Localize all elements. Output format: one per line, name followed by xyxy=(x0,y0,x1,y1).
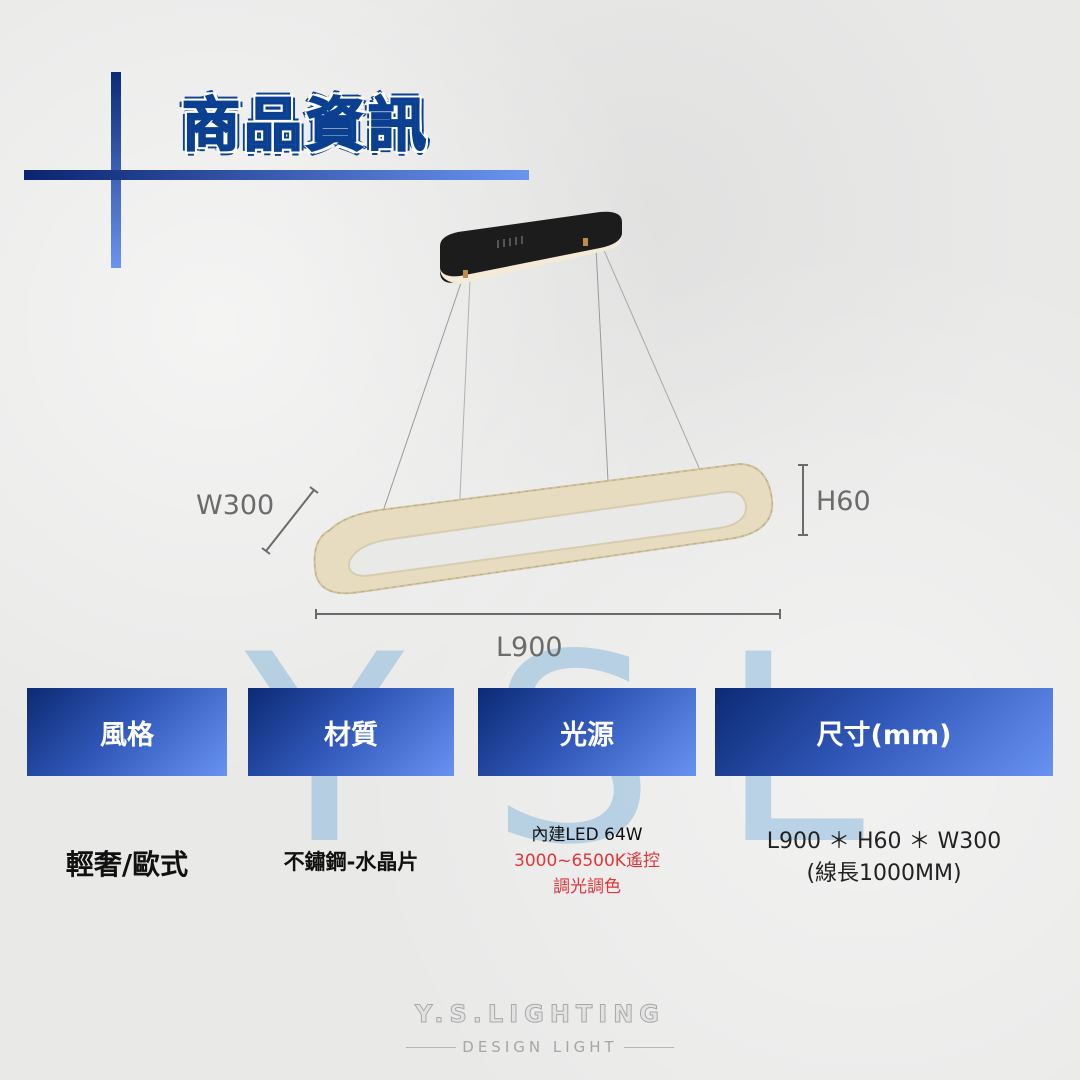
header-horizontal-rule xyxy=(24,170,529,180)
size-line-1: L900 ＊ H60 ＊ W300 xyxy=(766,829,1002,854)
light-source-line-3: 調光調色 xyxy=(553,877,621,897)
brand-logo: Y.S.LIGHTING xyxy=(414,1000,666,1029)
spec-value-size: L900 ＊ H60 ＊ W300 (線長1000MM) xyxy=(715,826,1053,890)
spec-value-light-source: 內建LED 64W 3000~6500K遙控 調光調色 xyxy=(478,822,696,900)
page-title: 商品資訊 xyxy=(181,90,431,160)
tagline-text: DESIGN LIGHT xyxy=(462,1038,618,1056)
crystal-ring-icon xyxy=(313,462,774,595)
size-line-2: (線長1000MM) xyxy=(806,861,962,886)
dimension-height-label: H60 xyxy=(816,486,871,517)
light-source-line-1: 內建LED 64W xyxy=(531,825,643,845)
spec-header-size: 尺寸(mm) xyxy=(715,688,1053,776)
dimension-length-label: L900 xyxy=(496,632,563,663)
spec-header-material: 材質 xyxy=(248,688,454,776)
spec-value-style: 輕奢/歐式 xyxy=(65,848,189,881)
tagline-rule-left xyxy=(406,1047,457,1048)
light-source-line-2: 3000~6500K遙控 xyxy=(514,851,660,871)
product-image xyxy=(261,211,808,619)
dimension-width-label: W300 xyxy=(196,490,275,521)
spec-header-style: 風格 xyxy=(27,688,227,776)
brand-tagline: DESIGN LIGHT xyxy=(360,1038,720,1056)
spec-value-material: 不鏽鋼-水晶片 xyxy=(283,850,419,874)
tagline-rule-right xyxy=(623,1047,674,1048)
canopy-icon xyxy=(440,211,622,284)
spec-header-light-source: 光源 xyxy=(478,688,696,776)
